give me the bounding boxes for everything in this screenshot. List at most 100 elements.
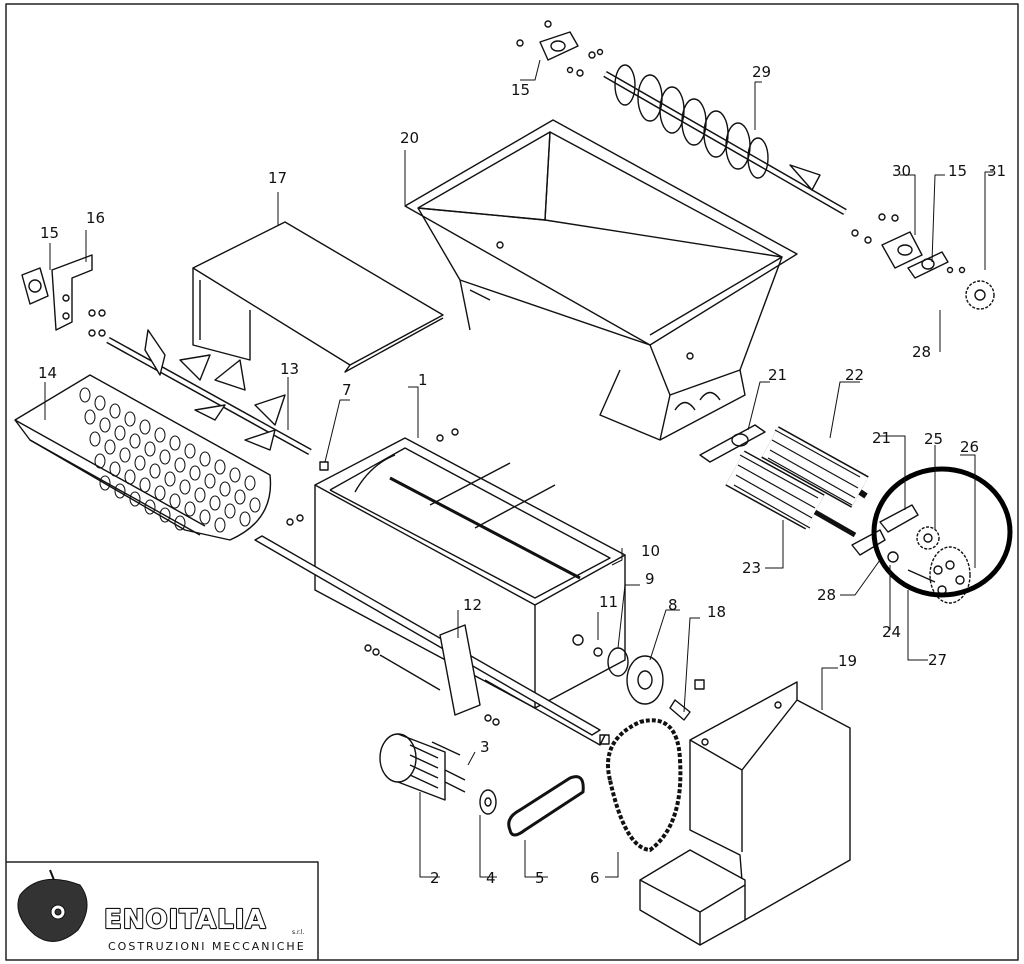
sieve-hole — [224, 503, 236, 519]
label-part-2: 2 — [430, 869, 440, 887]
sieve-hole — [179, 479, 191, 495]
part-14-sieve — [14, 374, 272, 541]
label-part-9: 9 — [645, 570, 655, 588]
label-part-31: 31 — [987, 162, 1006, 180]
sieve-hole — [89, 431, 101, 447]
part-16-bracket — [21, 254, 106, 337]
sieve-hole — [189, 465, 201, 481]
label-part-11: 11 — [599, 593, 618, 611]
sieve-hole — [169, 493, 181, 509]
label-part-3: 3 — [480, 738, 490, 756]
label-part-1: 1 — [418, 371, 428, 389]
label-part-14: 14 — [38, 364, 57, 382]
part-1-body — [314, 437, 626, 709]
label-part-16: 16 — [86, 209, 105, 227]
sieve-hole — [194, 487, 206, 503]
sieve-hole — [94, 395, 106, 411]
label-part-28-right: 28 — [912, 343, 931, 361]
label-part-15-left: 15 — [40, 224, 59, 242]
label-part-22: 22 — [845, 366, 864, 384]
sieve-hole — [219, 481, 231, 497]
label-part-21-top: 21 — [768, 366, 787, 384]
label-part-19: 19 — [838, 652, 857, 670]
parts-21-22-23-rollers — [699, 424, 919, 556]
sieve-hole — [244, 475, 256, 491]
sieve-hole — [129, 433, 141, 449]
sieve-hole — [239, 511, 251, 527]
parts-24-27-sprockets — [887, 526, 971, 604]
label-part-27: 27 — [928, 651, 947, 669]
sieve-hole — [114, 483, 126, 499]
part-19-guard — [639, 681, 851, 946]
part-12-rails — [254, 428, 705, 746]
sieve-hole — [104, 439, 116, 455]
label-part-20: 20 — [400, 129, 419, 147]
part-2-motor — [379, 733, 466, 801]
part-20-hopper — [404, 119, 798, 441]
part-5-belt — [507, 775, 585, 837]
sieve-hole — [249, 497, 261, 513]
label-part-7: 7 — [342, 381, 352, 399]
part-labels: 1 2 3 4 5 6 7 8 9 10 11 12 13 14 15 15 1… — [38, 63, 1006, 887]
sieve-hole — [134, 455, 146, 471]
label-part-17: 17 — [268, 169, 287, 187]
sieve-hole — [114, 425, 126, 441]
label-part-30: 30 — [892, 162, 911, 180]
sieve-hole — [174, 515, 186, 531]
diagram-border — [5, 3, 1019, 961]
sieve-hole — [124, 469, 136, 485]
parts-8-9-10-11-pulleys — [593, 647, 691, 721]
label-part-10: 10 — [641, 542, 660, 560]
sieve-hole — [99, 475, 111, 491]
label-part-15-top: 15 — [511, 81, 530, 99]
label-part-6: 6 — [590, 869, 600, 887]
sieve-hole — [159, 449, 171, 465]
sieve-hole — [84, 409, 96, 425]
label-part-13: 13 — [280, 360, 299, 378]
label-part-15-right: 15 — [948, 162, 967, 180]
label-part-29: 29 — [752, 63, 771, 81]
sieve-hole — [79, 387, 91, 403]
sieve-hole — [144, 499, 156, 515]
sieve-hole — [214, 459, 226, 475]
brand-block: ENOITALIA s.r.l. COSTRUZIONI MECCANICHE — [6, 861, 319, 960]
sieve-hole — [184, 501, 196, 517]
sieve-hole — [149, 463, 161, 479]
brand-suffix: s.r.l. — [292, 929, 305, 936]
highlight-circle — [871, 466, 1013, 598]
sieve-hole — [154, 485, 166, 501]
label-part-4: 4 — [486, 869, 496, 887]
sieve-hole — [204, 473, 216, 489]
sieve-hole — [109, 461, 121, 477]
brand-name: ENOITALIA — [104, 905, 267, 935]
sieve-hole — [139, 419, 151, 435]
sieve-hole — [214, 517, 226, 533]
part-13-paddle-shaft — [106, 329, 312, 456]
part-6-chain — [606, 718, 683, 852]
label-part-12: 12 — [463, 596, 482, 614]
label-part-8: 8 — [668, 596, 678, 614]
part-29-auger — [603, 64, 847, 216]
label-part-25: 25 — [924, 430, 943, 448]
label-part-28-left: 28 — [817, 586, 836, 604]
brand-tagline: COSTRUZIONI MECCANICHE — [108, 940, 306, 953]
label-part-26: 26 — [960, 438, 979, 456]
label-part-5: 5 — [535, 869, 545, 887]
label-part-23: 23 — [742, 559, 761, 577]
label-part-18: 18 — [707, 603, 726, 621]
sieve-hole — [164, 471, 176, 487]
sieve-hole — [129, 491, 141, 507]
label-part-21-right: 21 — [872, 429, 891, 447]
sieve-hole — [124, 411, 136, 427]
sieve-hole — [209, 495, 221, 511]
sieve-hole — [119, 447, 131, 463]
label-part-24: 24 — [882, 623, 901, 641]
sieve-hole — [199, 451, 211, 467]
sieve-hole — [159, 507, 171, 523]
grape-logo-icon — [17, 869, 88, 942]
part-17-cover — [192, 221, 444, 373]
sieve-hole — [94, 453, 106, 469]
sieve-hole — [199, 509, 211, 525]
